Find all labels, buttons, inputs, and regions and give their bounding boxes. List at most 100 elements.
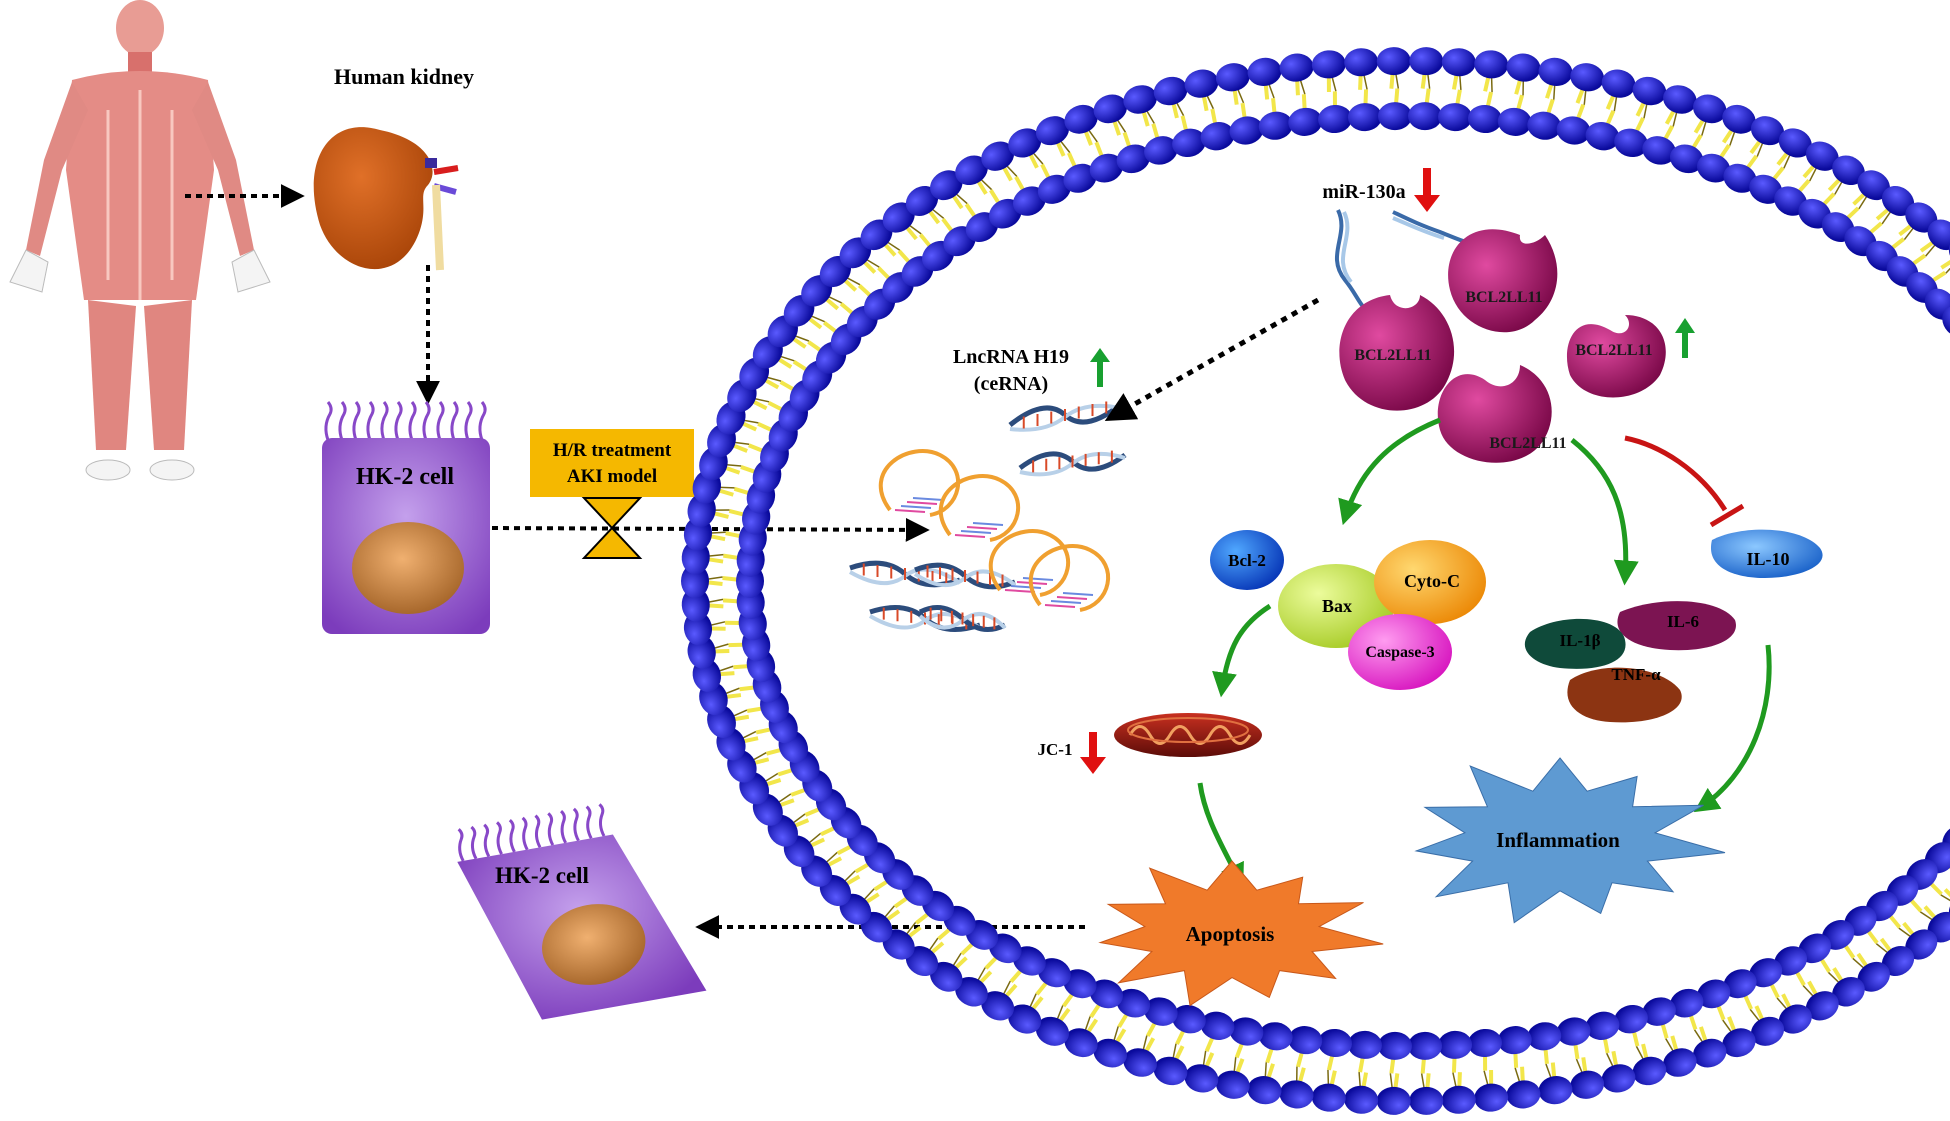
membrane-head bbox=[1089, 153, 1124, 183]
membrane-head bbox=[1116, 144, 1151, 174]
membrane-head bbox=[882, 202, 915, 233]
membrane-head bbox=[1832, 155, 1865, 186]
il1b-label: IL-1β bbox=[1559, 631, 1600, 650]
apoptosis-burst: Apoptosis bbox=[1098, 860, 1384, 1007]
bcl2ll11-protein-3: BCL2LL11 bbox=[1566, 315, 1666, 398]
arrow-il10-to-inflammation bbox=[1693, 644, 1772, 813]
membrane-head bbox=[1474, 1083, 1509, 1112]
membrane-head bbox=[1012, 186, 1046, 216]
membrane-head bbox=[1064, 104, 1098, 134]
membrane-head bbox=[1172, 128, 1206, 158]
membrane-head bbox=[1279, 53, 1314, 82]
membrane-head bbox=[1035, 116, 1070, 146]
mitochondrion-icon bbox=[1114, 713, 1262, 757]
membrane-head bbox=[1749, 174, 1783, 204]
arrow-bcl2ll11-to-apoptotic-proteins bbox=[1338, 417, 1441, 526]
arrow-bcl2ll11-to-cytokines bbox=[1570, 438, 1639, 586]
membrane-head bbox=[1247, 1076, 1282, 1105]
membrane-head bbox=[1749, 958, 1783, 988]
membrane-head bbox=[1632, 1056, 1667, 1086]
membrane-head bbox=[1344, 1085, 1379, 1114]
membrane-head bbox=[1064, 1028, 1098, 1058]
membrane-head bbox=[1347, 103, 1382, 132]
membrane-head bbox=[1722, 1028, 1756, 1058]
bcl2ll11-up-arrow-icon bbox=[1675, 318, 1695, 358]
membrane-head bbox=[1570, 1070, 1605, 1099]
kidney-icon bbox=[313, 127, 459, 271]
membrane-head bbox=[1153, 76, 1188, 106]
hk2-cell-bottom: HK-2 cell bbox=[457, 803, 707, 1020]
membrane-head bbox=[1184, 69, 1219, 98]
membrane-head bbox=[1750, 1016, 1785, 1046]
membrane-head bbox=[1642, 136, 1676, 165]
membrane-head bbox=[1037, 958, 1071, 988]
membrane-head bbox=[1063, 163, 1097, 193]
cell-membrane bbox=[681, 47, 1950, 1115]
membrane-head bbox=[1669, 144, 1704, 174]
membrane-head bbox=[1347, 1030, 1382, 1059]
membrane-head bbox=[1474, 50, 1509, 79]
human-body-figure bbox=[9, 0, 271, 481]
membrane-head bbox=[1377, 102, 1412, 131]
membrane-head bbox=[1288, 1026, 1323, 1055]
inhibit-bar bbox=[1709, 503, 1745, 528]
cytokine-cluster: IL-1β IL-6 TNF-α bbox=[1524, 601, 1736, 723]
membrane-head bbox=[1857, 961, 1890, 992]
membrane-head bbox=[1669, 988, 1704, 1018]
membrane-head bbox=[1377, 1031, 1412, 1060]
membrane-head bbox=[1376, 47, 1411, 76]
membrane-head bbox=[1123, 85, 1157, 114]
membrane-head bbox=[882, 929, 915, 960]
bcl2ll11-label-2: BCL2LL11 bbox=[1354, 347, 1431, 364]
membrane-head bbox=[1438, 103, 1473, 132]
membrane-head bbox=[1905, 929, 1938, 960]
inflammation-burst: Inflammation bbox=[1414, 757, 1726, 924]
tnfa-label: TNF-α bbox=[1611, 665, 1661, 684]
membrane-head bbox=[1438, 1030, 1473, 1059]
membrane-head bbox=[1215, 63, 1250, 92]
caspase3-label: Caspase-3 bbox=[1365, 644, 1434, 661]
membrane-head bbox=[1538, 1076, 1573, 1105]
membrane-head bbox=[1570, 63, 1605, 92]
membrane-head bbox=[981, 991, 1015, 1021]
jc1-down-arrow-icon bbox=[1080, 732, 1106, 774]
membrane-head bbox=[1229, 116, 1264, 145]
mir130a-down-arrow-icon bbox=[1414, 168, 1440, 212]
lncrna-label-line2: (ceRNA) bbox=[974, 373, 1048, 395]
membrane-head bbox=[1614, 1004, 1648, 1034]
membrane-head bbox=[1441, 1085, 1476, 1114]
il6-label: IL-6 bbox=[1667, 612, 1699, 631]
membrane-head bbox=[1409, 1086, 1444, 1115]
il10-protein: IL-10 bbox=[1710, 529, 1823, 578]
membrane-head bbox=[1409, 47, 1444, 76]
inhibit-bcl2ll11-to-il10 bbox=[1624, 435, 1728, 512]
membrane-head bbox=[1556, 1017, 1591, 1046]
membrane-head bbox=[981, 141, 1015, 171]
mir130a-label: miR-130a bbox=[1322, 181, 1405, 203]
bcl2ll11-label-1: BCL2LL11 bbox=[1465, 289, 1542, 306]
membrane-head bbox=[1172, 1004, 1206, 1034]
membrane-head bbox=[1527, 1022, 1562, 1051]
membrane-head bbox=[1229, 1017, 1264, 1046]
caspase3-protein: Caspase-3 bbox=[1348, 614, 1452, 690]
membrane-head bbox=[1093, 94, 1128, 124]
membrane-head bbox=[1556, 116, 1591, 145]
membrane-head bbox=[1722, 104, 1756, 134]
bcl2ll11-label-3: BCL2LL11 bbox=[1575, 342, 1652, 359]
membrane-head bbox=[1881, 946, 1915, 977]
membrane-head bbox=[1857, 170, 1890, 201]
membrane-head bbox=[1905, 202, 1938, 233]
membrane-head bbox=[1723, 163, 1757, 193]
membrane-head bbox=[1123, 1048, 1157, 1077]
membrane-head bbox=[1144, 997, 1178, 1026]
treatment-box: H/R treatment AKI model bbox=[530, 429, 694, 497]
hk2-cell-top: HK-2 cell bbox=[322, 401, 490, 634]
membrane-head bbox=[1506, 53, 1541, 82]
membrane-head bbox=[1696, 153, 1731, 183]
membrane-head bbox=[1200, 1011, 1235, 1040]
membrane-head bbox=[1642, 997, 1676, 1026]
membrane-head bbox=[1247, 57, 1282, 86]
membrane-head bbox=[1585, 122, 1620, 151]
hk2-cell-top-label: HK-2 cell bbox=[356, 464, 454, 490]
